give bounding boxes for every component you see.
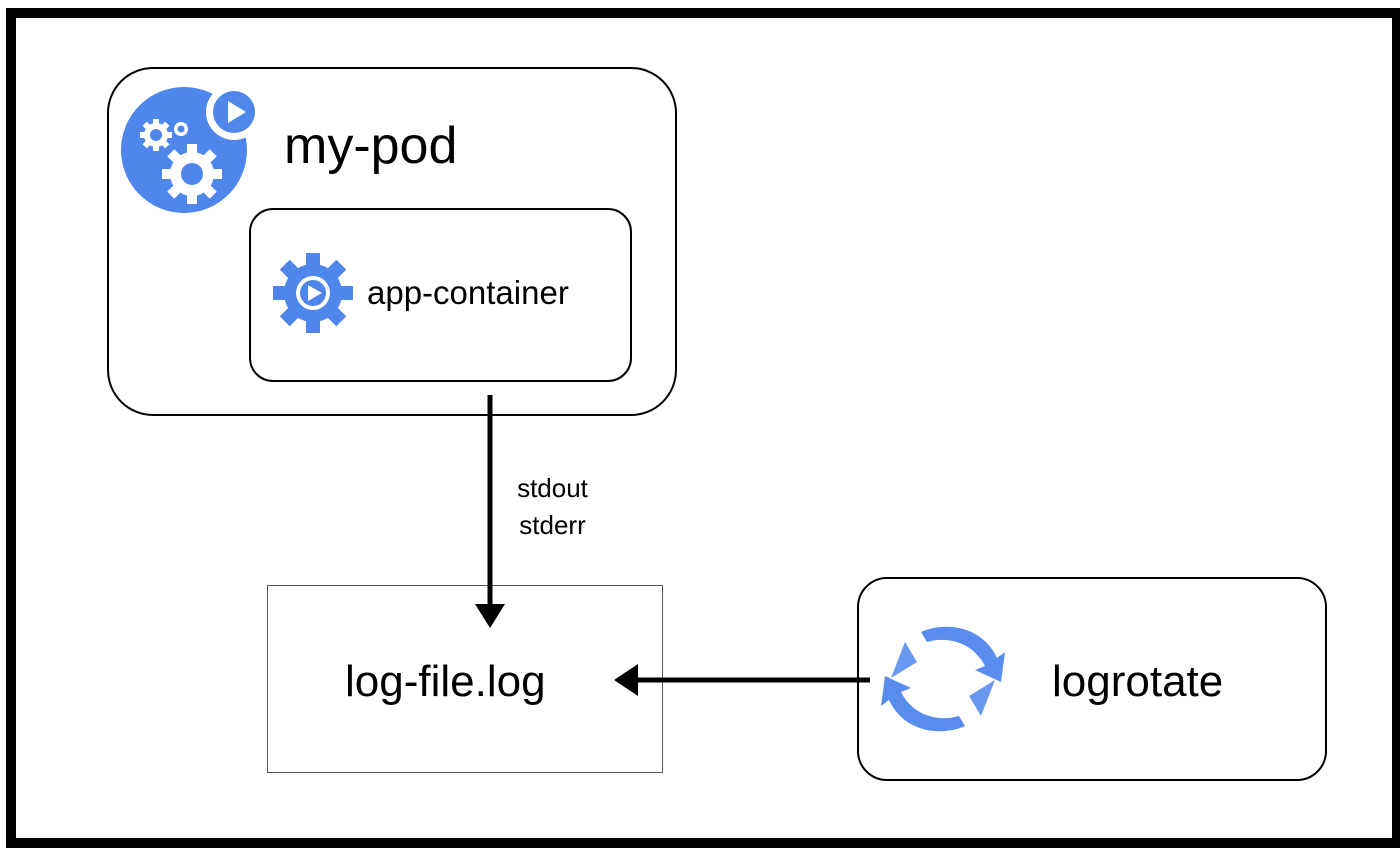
rotate-arrows-icon (881, 626, 1005, 732)
stdout-label: stdout (517, 473, 588, 503)
stderr-label: stderr (519, 510, 586, 540)
log-file-label: log-file.log (345, 657, 546, 706)
pod-gears-icon (121, 84, 262, 213)
container-gear-icon (273, 253, 353, 333)
logrotate-box (857, 577, 1327, 781)
log-file-box (267, 585, 663, 773)
app-container-label: app-container (367, 274, 569, 311)
stream-label: stdout stderr (505, 470, 600, 544)
pod-title: my-pod (284, 117, 458, 175)
logrotate-label: logrotate (1052, 657, 1224, 706)
